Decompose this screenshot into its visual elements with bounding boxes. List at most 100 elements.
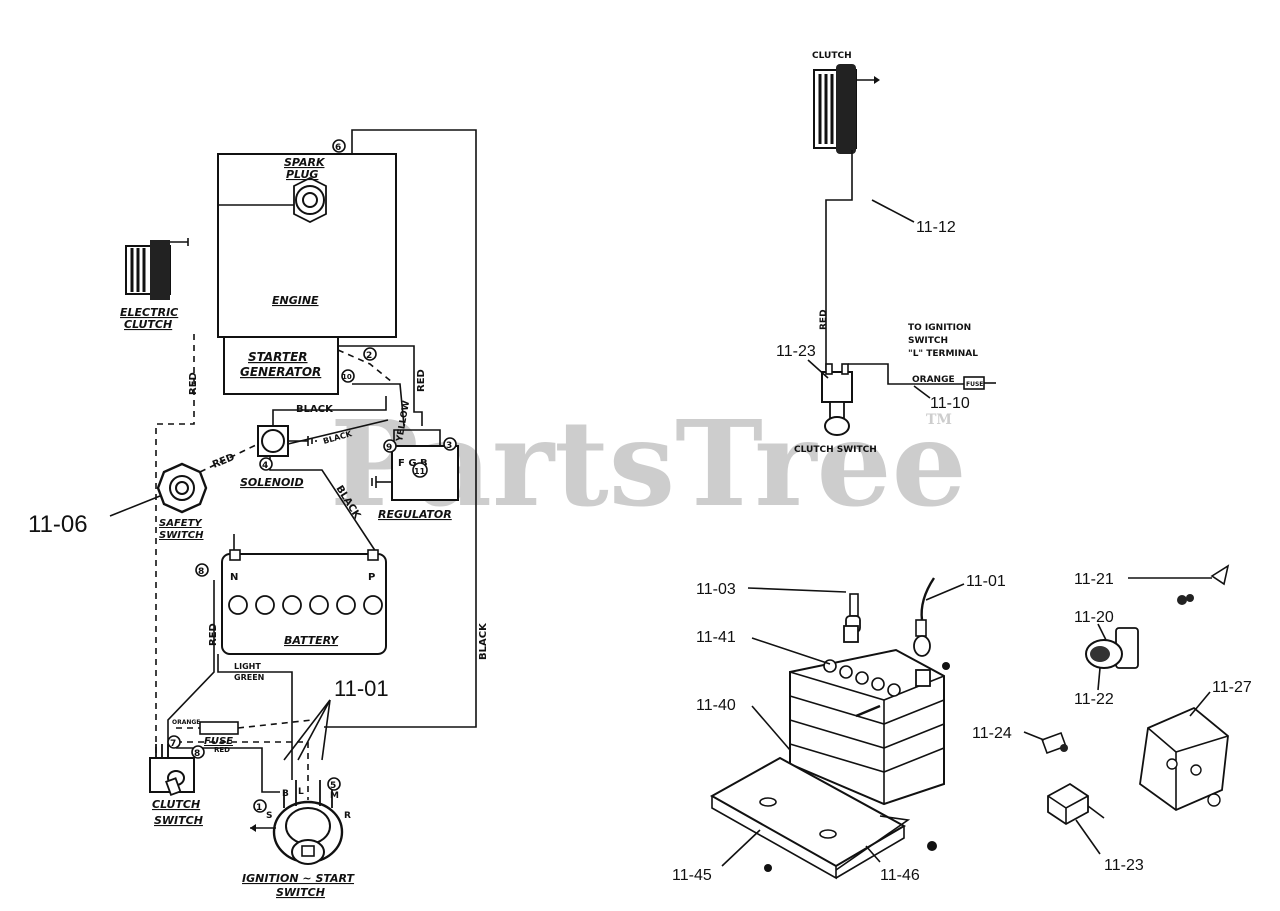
fuse-detail-label: FUSE — [966, 381, 983, 388]
callout-11-24: 11-24 — [972, 725, 1012, 742]
electric-clutch-label-1: ELECTRIC — [120, 306, 178, 319]
callout-line-1146 — [865, 845, 881, 863]
circled-number-11: 11 — [412, 462, 428, 478]
callout-11-06: 11-06 — [28, 511, 88, 538]
wire-label-black-top: BLACK — [296, 404, 334, 415]
to-ignition-3: "L" TERMINAL — [908, 349, 978, 359]
callout-11-12: 11-12 — [916, 219, 956, 236]
callout-line-1127 — [1189, 691, 1211, 717]
callout-line-1101-a — [283, 699, 331, 761]
engine-label: ENGINE — [272, 294, 319, 307]
wire-black-top — [272, 396, 387, 426]
ign-terminal-r: R — [344, 811, 351, 821]
spark-plug-label-2: PLUG — [286, 168, 318, 181]
wire-label-red-battery: RED — [208, 623, 219, 646]
wire-label-black-right: BLACK — [478, 622, 489, 660]
wire-gen-dash — [337, 349, 393, 383]
circled-number-1: 1 — [253, 799, 267, 813]
starter-generator-label-2: GENERATOR — [240, 365, 321, 379]
spark-plug-label-1: SPARK — [284, 156, 326, 169]
spark-plug-icon — [218, 176, 327, 224]
wire-gen-red — [338, 345, 423, 426]
callout-line-1123-detail — [807, 359, 829, 379]
callout-line-1106 — [109, 495, 161, 517]
callout-line-1101-c — [321, 699, 331, 761]
wire-black-diag — [287, 419, 389, 445]
circled-number-7: 7 — [167, 735, 181, 749]
battery-n-label: N — [230, 572, 238, 583]
schematic: SPARK PLUG ENGINE STARTER GENERATOR BLAC… — [28, 129, 489, 899]
clutch-wire — [825, 150, 853, 370]
svg-text:9: 9 — [386, 443, 392, 453]
callout-11-20: 11-20 — [1074, 609, 1114, 626]
wire-clutch-red — [155, 334, 195, 770]
circled-number-4: 4 — [259, 457, 273, 471]
wire-light-green — [217, 654, 293, 780]
orange-label: ORANGE — [912, 375, 955, 385]
battery-tray-icon — [709, 756, 937, 880]
ign-terminal-l: L — [298, 787, 304, 797]
fuse-label: FUSE — [204, 736, 233, 747]
callout-11-21: 11-21 — [1074, 571, 1114, 588]
callout-line-1145 — [721, 829, 761, 867]
circled-number-10: 10 — [341, 369, 355, 383]
svg-text:2: 2 — [366, 351, 372, 361]
ign-terminal-s: S — [266, 811, 272, 821]
callout-line-1140 — [751, 705, 791, 751]
wire-label-red-clutch: RED — [188, 372, 199, 395]
regulator-label: REGULATOR — [378, 508, 452, 521]
callout-11-27: 11-27 — [1212, 679, 1252, 696]
clutch-switch-icon — [149, 744, 195, 797]
circled-number-5: 5 — [327, 777, 341, 791]
wire-label-orange: ORANGE — [172, 719, 200, 726]
ignition-switch-label-1: IGNITION ~ START — [242, 872, 356, 885]
callout-line-1110 — [913, 385, 931, 399]
svg-text:8: 8 — [194, 749, 200, 759]
wire-label-light-green-2: GREEN — [234, 673, 264, 682]
regulator-part-icon — [1139, 706, 1229, 812]
safety-switch-icon — [156, 462, 208, 514]
battery-icon — [221, 534, 387, 655]
wire-label-red-safety: RED — [211, 452, 236, 471]
svg-text:4: 4 — [262, 461, 268, 471]
cable-terminal-icon-1101 — [913, 577, 935, 657]
svg-text:1: 1 — [256, 803, 262, 813]
callout-line-1123-parts — [1075, 819, 1101, 855]
clutch-switch-detail-label: CLUTCH SWITCH — [794, 445, 877, 455]
callout-line-1101-b — [297, 699, 331, 761]
key-icon-1121 — [1177, 564, 1230, 605]
safety-switch-label-2: SWITCH — [159, 530, 204, 541]
electric-clutch-icon — [125, 238, 189, 300]
electric-clutch-label-2: CLUTCH — [124, 318, 172, 331]
watermark-tm: TM — [926, 412, 952, 428]
svg-text:3: 3 — [446, 441, 452, 451]
circled-number-8-clutch: 8 — [191, 745, 205, 759]
callout-line-1101 — [925, 583, 965, 601]
starter-generator-label-1: STARTER — [248, 350, 308, 364]
wire-fuse-red — [176, 747, 280, 793]
callout-line-1120 — [1097, 623, 1107, 641]
callout-11-45: 11-45 — [672, 867, 712, 884]
clutch-switch-detail-icon — [821, 363, 853, 436]
wire-label-red-fuse: RED — [214, 746, 230, 754]
fuse-icon — [199, 721, 239, 735]
wire-top-black — [324, 129, 477, 728]
svg-text:5: 5 — [330, 781, 336, 791]
to-ignition-2: SWITCH — [908, 336, 948, 346]
clutch-switch-label-1: CLUTCH — [152, 798, 200, 811]
callout-line-1141 — [751, 637, 831, 665]
ignition-switch-part-icon — [1085, 627, 1139, 669]
starter-generator-box — [223, 336, 339, 395]
battery-p-label: P — [368, 572, 375, 583]
ign-terminal-b: B — [282, 789, 289, 799]
circled-number-6: 6 — [332, 139, 346, 153]
wire-gen-yellow — [352, 383, 405, 427]
clutch-switch-part-icon — [1047, 782, 1105, 826]
solenoid-icon — [257, 425, 317, 457]
svg-text:10: 10 — [342, 373, 352, 381]
callout-11-10: 11-10 — [930, 395, 970, 412]
regulator-terminals: F G B — [398, 458, 428, 469]
wire-orange-dash-2 — [237, 719, 313, 729]
clutch-switch-label-2: SWITCH — [154, 814, 203, 827]
